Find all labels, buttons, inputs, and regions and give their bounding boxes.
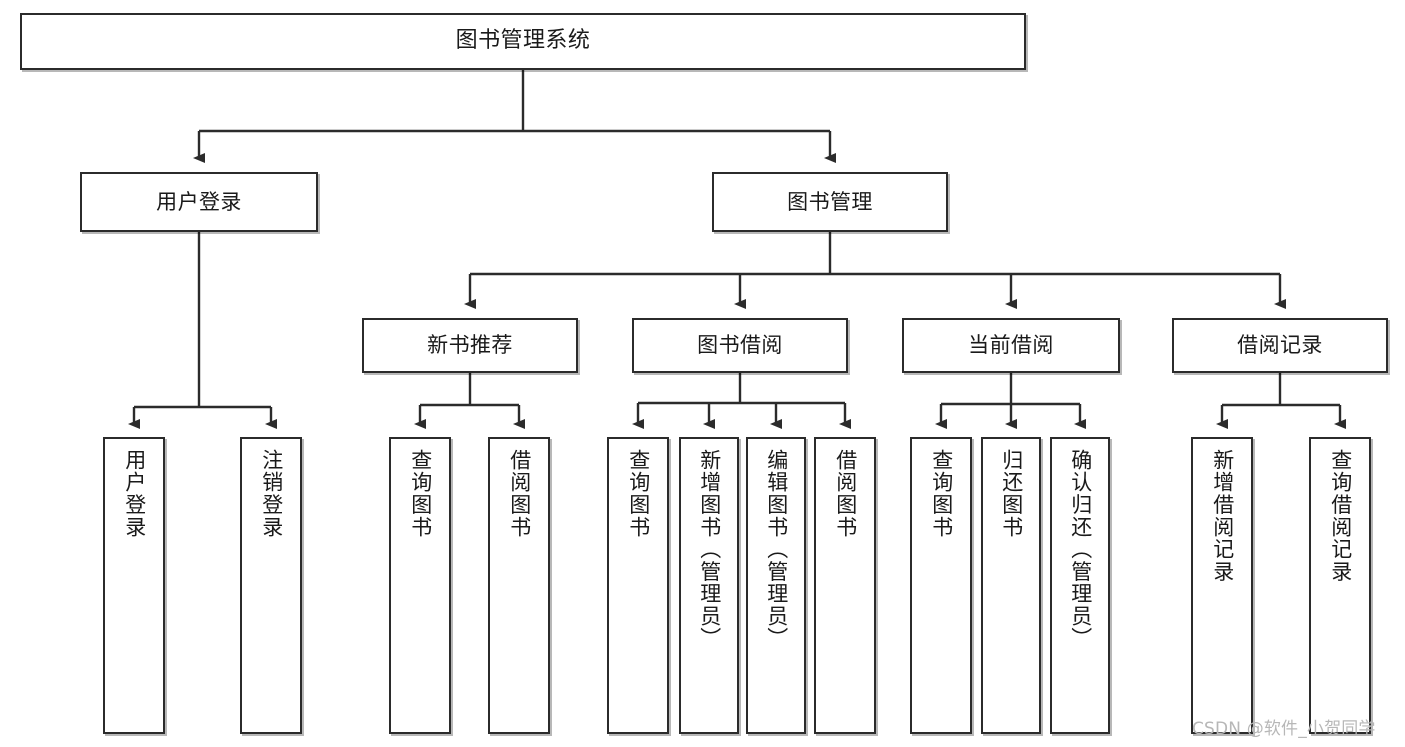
node-label: 用户登录 <box>122 449 147 539</box>
node-label: 借阅记录 <box>1237 333 1323 358</box>
node-label: 新增借阅记录 <box>1210 449 1235 583</box>
node-label: 查询图书 <box>626 449 651 539</box>
node-new-book-recommend[interactable]: 新书推荐 <box>362 318 578 373</box>
node-label: 注销登录 <box>259 449 284 539</box>
leaf-recommend-borrow-book[interactable]: 借阅图书 <box>488 437 550 734</box>
node-label: 用户登录 <box>156 189 242 214</box>
node-label: 新增图书（管理员） <box>697 449 722 650</box>
node-label: 图书管理 <box>787 189 873 214</box>
leaf-user-logout[interactable]: 注销登录 <box>240 437 302 734</box>
node-user-login[interactable]: 用户登录 <box>80 172 318 232</box>
node-label: 借阅图书 <box>833 449 858 539</box>
leaf-record-query-borrow-record[interactable]: 查询借阅记录 <box>1309 437 1371 734</box>
node-label: 新书推荐 <box>427 333 513 358</box>
node-label: 查询图书 <box>929 449 954 539</box>
leaf-current-confirm-return-admin[interactable]: 确认归还（管理员） <box>1050 437 1110 734</box>
leaf-borrow-query-book[interactable]: 查询图书 <box>607 437 669 734</box>
node-borrow-record[interactable]: 借阅记录 <box>1172 318 1388 373</box>
node-label: 当前借阅 <box>968 333 1054 358</box>
node-book-borrow[interactable]: 图书借阅 <box>632 318 848 373</box>
leaf-borrow-borrow-book[interactable]: 借阅图书 <box>814 437 876 734</box>
node-label: 借阅图书 <box>507 449 532 539</box>
node-label: 查询图书 <box>408 449 433 539</box>
node-label: 确认归还（管理员） <box>1068 449 1093 650</box>
leaf-current-return-book[interactable]: 归还图书 <box>981 437 1041 734</box>
node-book-management[interactable]: 图书管理 <box>712 172 948 232</box>
node-label: 图书管理系统 <box>455 28 591 54</box>
node-label: 查询借阅记录 <box>1328 449 1353 583</box>
node-root-book-management-system[interactable]: 图书管理系统 <box>20 13 1026 70</box>
node-label: 编辑图书（管理员） <box>764 449 789 650</box>
leaf-recommend-query-book[interactable]: 查询图书 <box>389 437 451 734</box>
node-label: 图书借阅 <box>697 333 783 358</box>
node-current-borrow[interactable]: 当前借阅 <box>902 318 1120 373</box>
leaf-record-add-borrow-record[interactable]: 新增借阅记录 <box>1191 437 1253 734</box>
node-label: 归还图书 <box>999 449 1024 539</box>
leaf-current-query-book[interactable]: 查询图书 <box>910 437 972 734</box>
csdn-watermark: CSDN @软件_小贺同学 <box>1192 719 1376 739</box>
leaf-borrow-add-book-admin[interactable]: 新增图书（管理员） <box>679 437 739 734</box>
leaf-user-login[interactable]: 用户登录 <box>103 437 165 734</box>
leaf-borrow-edit-book-admin[interactable]: 编辑图书（管理员） <box>746 437 806 734</box>
